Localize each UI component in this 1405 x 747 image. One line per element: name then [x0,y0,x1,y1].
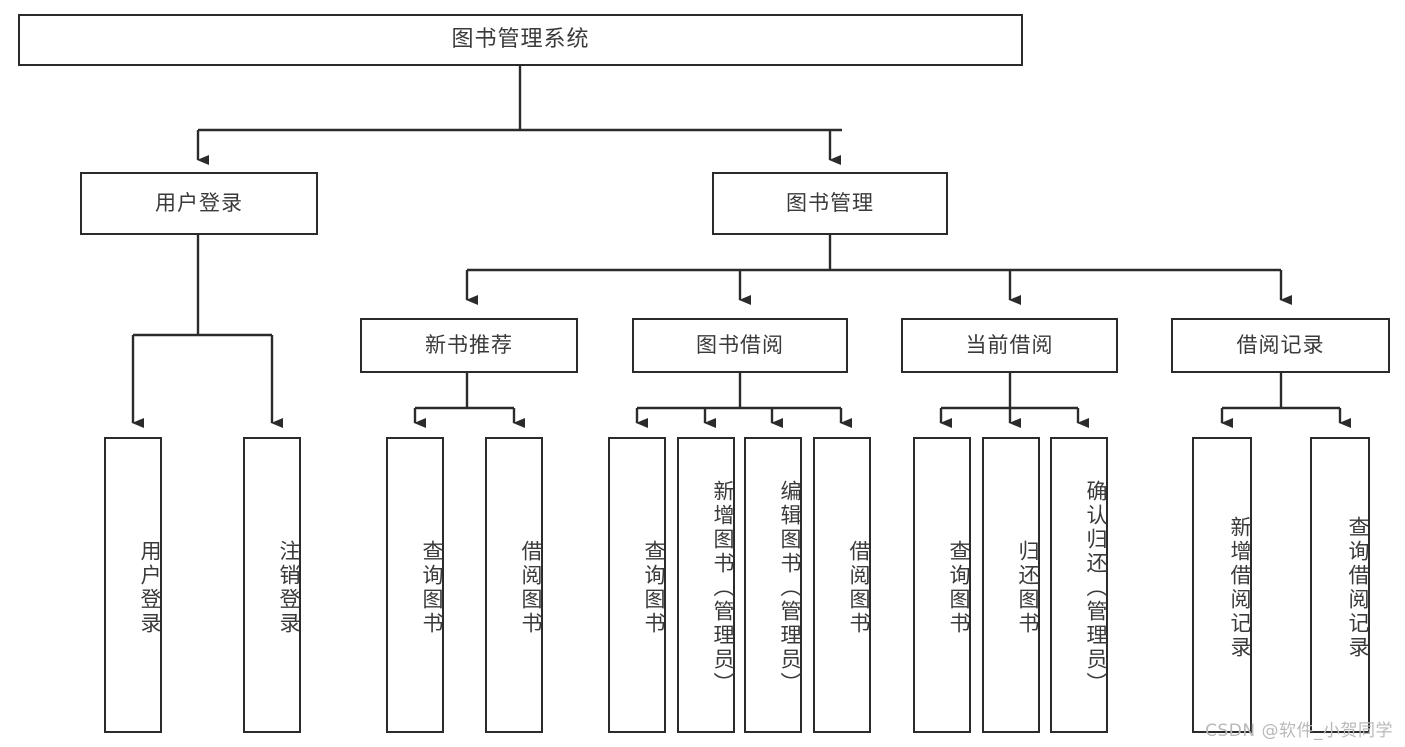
node-label: 编辑图书（管理员） [778,480,802,696]
node-current-borrow[interactable]: 当前借阅 [901,318,1118,373]
node-book-borrow[interactable]: 图书借阅 [632,318,848,373]
node-label: 新增图书（管理员） [711,480,735,696]
node-label: 图书借阅 [696,332,784,357]
node-label: 确认归还（管理员） [1084,480,1108,696]
node-label: 当前借阅 [965,332,1054,357]
node-label: 查询图书 [947,540,971,636]
node-label: 新增借阅记录 [1228,516,1252,660]
leaf-new-book-query[interactable]: 查询图书 [386,437,444,733]
leaf-book-borrow-query[interactable]: 查询图书 [608,437,666,733]
leaf-book-borrow-lend[interactable]: 借阅图书 [813,437,871,733]
node-label: 用户登录 [138,540,162,636]
leaf-new-book-borrow[interactable]: 借阅图书 [485,437,543,733]
node-label: 图书管理 [786,190,874,215]
leaf-current-borrow-query[interactable]: 查询图书 [913,437,971,733]
leaf-user-login-logout[interactable]: 注销登录 [243,437,301,733]
node-label: 查询图书 [420,540,444,636]
leaf-book-borrow-edit[interactable]: 编辑图书（管理员） [744,437,802,733]
leaf-user-login-login[interactable]: 用户登录 [104,437,162,733]
node-label: 新书推荐 [425,332,513,357]
watermark-text: CSDN @软件_小贺同学 [1205,721,1393,741]
node-root-system[interactable]: 图书管理系统 [18,14,1023,66]
node-label: 借阅图书 [847,540,871,636]
node-label: 查询借阅记录 [1346,516,1370,660]
node-label: 借阅记录 [1236,332,1325,357]
node-label: 图书管理系统 [451,26,590,52]
node-label: 查询图书 [642,540,666,636]
node-borrow-record[interactable]: 借阅记录 [1171,318,1390,373]
node-label: 借阅图书 [519,540,543,636]
leaf-borrow-record-query[interactable]: 查询借阅记录 [1310,437,1370,733]
node-label: 归还图书 [1016,540,1040,636]
leaf-current-borrow-confirm-return[interactable]: 确认归还（管理员） [1050,437,1108,733]
node-label: 注销登录 [277,540,301,636]
leaf-borrow-record-add[interactable]: 新增借阅记录 [1192,437,1252,733]
node-book-management[interactable]: 图书管理 [712,172,948,235]
node-new-book-recommend[interactable]: 新书推荐 [360,318,578,373]
node-label: 用户登录 [155,190,243,215]
leaf-current-borrow-return[interactable]: 归还图书 [982,437,1040,733]
leaf-book-borrow-add[interactable]: 新增图书（管理员） [677,437,735,733]
node-user-login[interactable]: 用户登录 [80,172,318,235]
